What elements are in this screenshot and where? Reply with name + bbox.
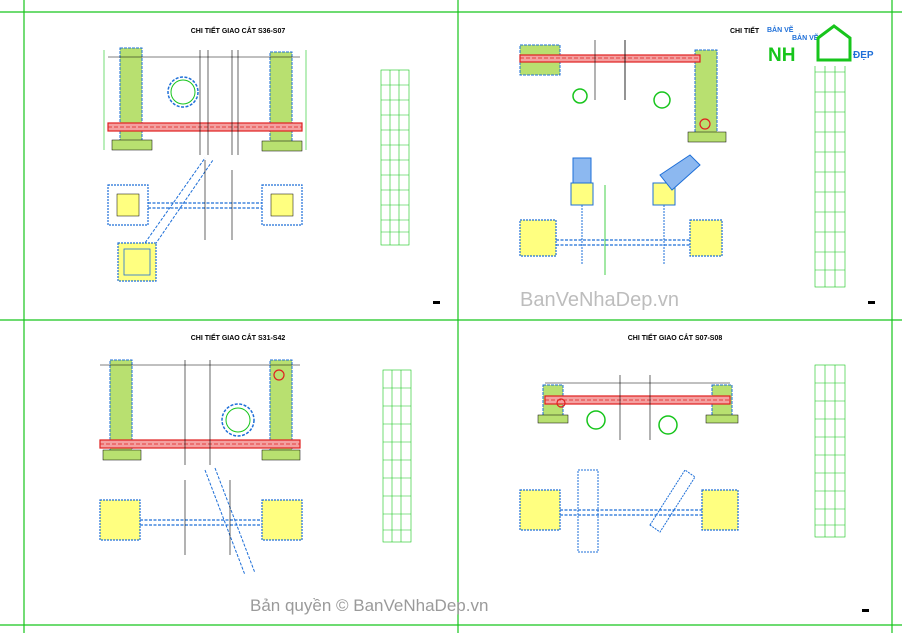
house-icon xyxy=(816,24,852,62)
red-pipe-p2 xyxy=(519,54,701,63)
plan-box-right xyxy=(261,184,303,226)
watermark-copyright: Bản quyền © BanVeNhaDep.vn xyxy=(250,596,488,615)
plan-box-p4-left xyxy=(519,489,561,531)
panel-3-title: CHI TIẾT GIAO CẮT S31-S42 xyxy=(191,332,286,342)
manhole-wall-p2 xyxy=(694,49,718,136)
logo-small-top: BẢN VẼ xyxy=(767,25,794,34)
plan-box-left xyxy=(107,184,149,226)
brand-logo: BẢN VẼ BẢN VẼ NH ĐẸP xyxy=(762,18,882,66)
logo-small-mid: BẢN VẼ xyxy=(792,33,819,42)
schedule-table-1 xyxy=(380,69,410,246)
plan-box-p2-left xyxy=(519,219,557,257)
schedule-table-2 xyxy=(814,51,846,288)
plan-box-p4-right xyxy=(701,489,739,531)
watermark-main: BanVeNhaDep.vn xyxy=(520,289,679,311)
schedule-table-3 xyxy=(382,369,412,543)
plan-box-p3-right xyxy=(261,499,303,541)
panel-1: CHI TIẾT GIAO CẮT S36-S07 xyxy=(103,25,440,304)
base-slab-right xyxy=(261,140,303,152)
panel-2-title: CHI TIẾT xyxy=(730,25,760,35)
vertical-pipe-p4 xyxy=(577,469,599,553)
base-slab-left xyxy=(111,139,153,151)
panel-1-title: CHI TIẾT GIAO CẮT S36-S07 xyxy=(191,25,286,35)
panel-4: CHI TIẾT GIAO CẮT S07-S08 xyxy=(519,332,869,612)
cross-pipe-circle xyxy=(167,76,199,108)
logo-tail: ĐẸP xyxy=(853,50,874,61)
logo-big: NH xyxy=(768,45,795,66)
schedule-table-4 xyxy=(814,364,846,538)
panel-3: CHI TIẾT GIAO CẮT S31-S42 xyxy=(99,332,412,576)
plan-box-p2-right xyxy=(689,219,723,257)
panel-4-title: CHI TIẾT GIAO CẮT S07-S08 xyxy=(628,332,723,342)
plan-box-p3-left xyxy=(99,499,141,541)
panel-2: CHI TIẾT xyxy=(519,25,875,304)
tick-marks xyxy=(23,5,459,633)
